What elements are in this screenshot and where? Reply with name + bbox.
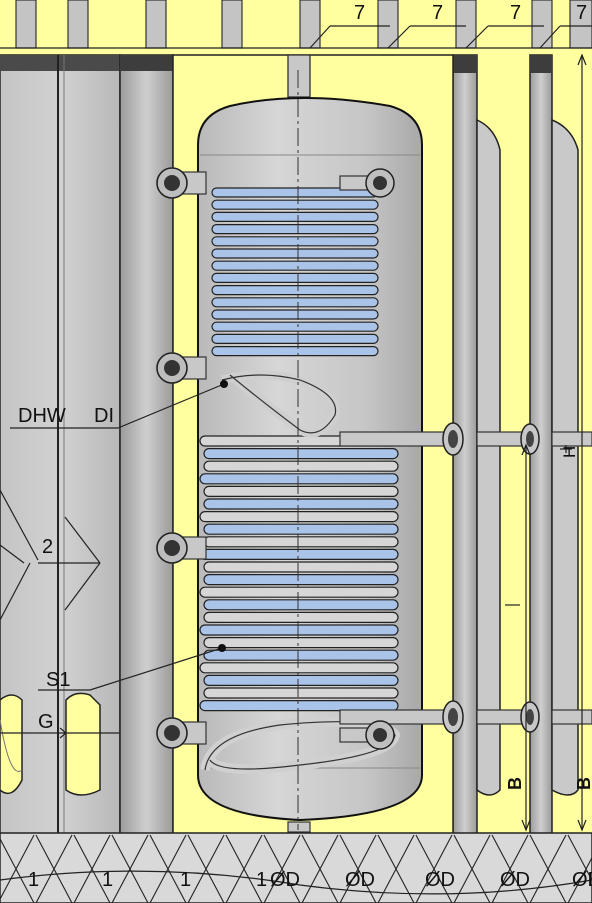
lower-coil-winding <box>203 649 399 661</box>
upper-coil-winding <box>211 321 379 332</box>
upper-coil-winding <box>211 260 379 271</box>
lower-coil-winding <box>203 448 399 460</box>
upper-heat-exchanger-coil <box>211 187 379 357</box>
hatch-line <box>301 834 339 903</box>
socket-bore <box>164 540 180 556</box>
hatch-line <box>491 834 529 903</box>
dim-top-4: 7 <box>576 2 587 24</box>
lower-coil-winding <box>203 636 399 649</box>
upper-coil-winding <box>211 224 379 235</box>
upper-coil-winding <box>211 248 379 259</box>
lower-coil-winding <box>203 485 399 497</box>
lower-coil-winding <box>199 699 399 712</box>
dim-bottom-label: ØD <box>425 869 455 891</box>
hatch-line <box>149 834 187 903</box>
right-dimension-lines <box>505 53 587 832</box>
hatch-line <box>0 837 35 903</box>
dim-bottom-label: 1 <box>28 869 39 891</box>
top-band <box>0 0 592 55</box>
upper-coil-winding <box>211 297 379 308</box>
upper-coil-winding <box>211 272 379 283</box>
lower-coil-winding <box>203 536 399 548</box>
lower-coil-winding <box>199 662 399 674</box>
left-sockets <box>156 167 207 749</box>
dim-label-b: B <box>505 777 525 790</box>
lower-coil-winding <box>203 599 399 611</box>
dim-bottom-label: ØD <box>500 869 530 891</box>
lower-coil-winding <box>203 611 399 624</box>
dim-bottom-label: ØD <box>572 869 592 891</box>
label-s1: S1 <box>46 669 70 691</box>
upper-coil-winding <box>211 285 379 296</box>
hatch-line <box>73 834 111 903</box>
dim-bottom-label: ØD <box>270 869 300 891</box>
leader-dot-s1 <box>218 644 226 652</box>
upper-coil-winding <box>211 236 379 247</box>
lower-coil-winding <box>199 473 399 485</box>
hatch-line <box>225 834 263 903</box>
lower-coil-winding <box>199 548 399 561</box>
hatch-line <box>377 834 415 903</box>
lower-coil-winding <box>203 573 399 586</box>
floor-hatch <box>0 832 592 903</box>
dim-bottom-label: ØD <box>345 869 375 891</box>
top-pipes <box>15 0 592 49</box>
top-dimension-lines <box>0 25 592 49</box>
lower-coil-winding <box>199 624 399 636</box>
hatch-line <box>415 834 453 903</box>
hatch-line <box>567 834 592 882</box>
hatch-line <box>263 834 301 903</box>
label-g: G <box>38 711 54 733</box>
lower-heat-exchanger-coil <box>199 435 399 712</box>
dim-top-3: 7 <box>510 2 521 24</box>
dim-label-h: H <box>560 446 579 458</box>
dim-label-b2: B <box>574 777 592 790</box>
bottom-drain <box>287 821 311 833</box>
upper-coil-winding <box>211 309 379 320</box>
upper-coil-winding <box>211 346 379 357</box>
top-inlet-pipe <box>287 54 311 98</box>
upper-coil-winding <box>211 211 379 222</box>
label-dhw: DHW <box>18 405 66 427</box>
lower-coil-winding <box>203 523 399 535</box>
dim-bottom-label: 1 <box>102 869 113 891</box>
lower-coil-winding <box>203 687 399 699</box>
socket-bore <box>164 725 180 741</box>
hatch-line <box>453 834 491 903</box>
upper-coil-winding <box>211 333 379 344</box>
lower-coil-winding <box>203 561 399 573</box>
leader-dot-dhw <box>220 380 228 388</box>
socket-bore <box>164 175 180 191</box>
lower-coil-winding <box>203 498 399 510</box>
left-annotations <box>0 383 225 739</box>
hatch-line <box>111 834 149 903</box>
dim-top-2: 7 <box>432 2 443 24</box>
upper-coil-winding <box>211 199 379 210</box>
hatch-line <box>35 834 73 903</box>
coil-transition-outline <box>221 374 337 434</box>
bottom-coil-swirl-outline <box>204 721 396 771</box>
hatch-line <box>529 834 567 903</box>
left-adjacent-tanks <box>0 54 174 836</box>
lower-coil-winding <box>199 586 399 598</box>
label-di: DI <box>94 405 114 427</box>
socket-bore <box>164 360 180 376</box>
label-2: 2 <box>42 536 53 558</box>
hatch-line <box>187 834 225 903</box>
lower-coil-winding <box>203 460 399 472</box>
dim-top-1: 7 <box>354 2 365 24</box>
dim-bottom-label: 1 <box>256 869 267 891</box>
lower-coil-winding <box>199 511 399 523</box>
dim-bottom-label: 1 <box>180 869 191 891</box>
lower-coil-winding <box>203 674 399 687</box>
